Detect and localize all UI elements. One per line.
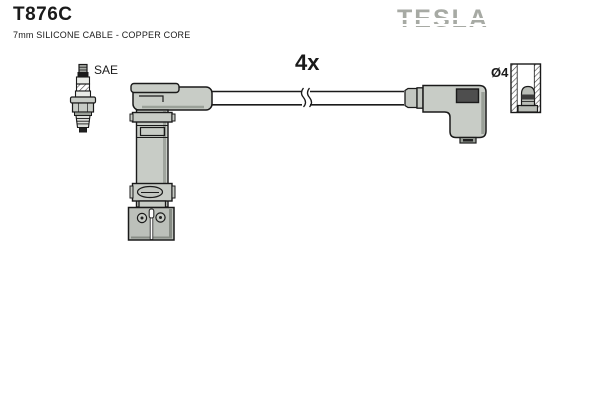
distributor-boot-icon [404, 84, 487, 144]
part-subtitle: 7mm SILICONE CABLE - COPPER CORE [13, 30, 191, 40]
quantity-label: 4x [295, 50, 320, 75]
silicone-cable-icon [212, 87, 404, 108]
tesla-logo: TESLA [397, 6, 489, 32]
terminal-cross-section-icon [510, 63, 542, 114]
logo-stripe [397, 18, 489, 20]
part-number: T876C [13, 4, 73, 25]
sae-label: SAE [94, 63, 118, 77]
spark-plug-boot-icon [127, 82, 213, 241]
spark-plug-icon [69, 63, 97, 133]
logo-stripe [397, 24, 489, 26]
diameter-label: Ø4 [491, 65, 509, 80]
